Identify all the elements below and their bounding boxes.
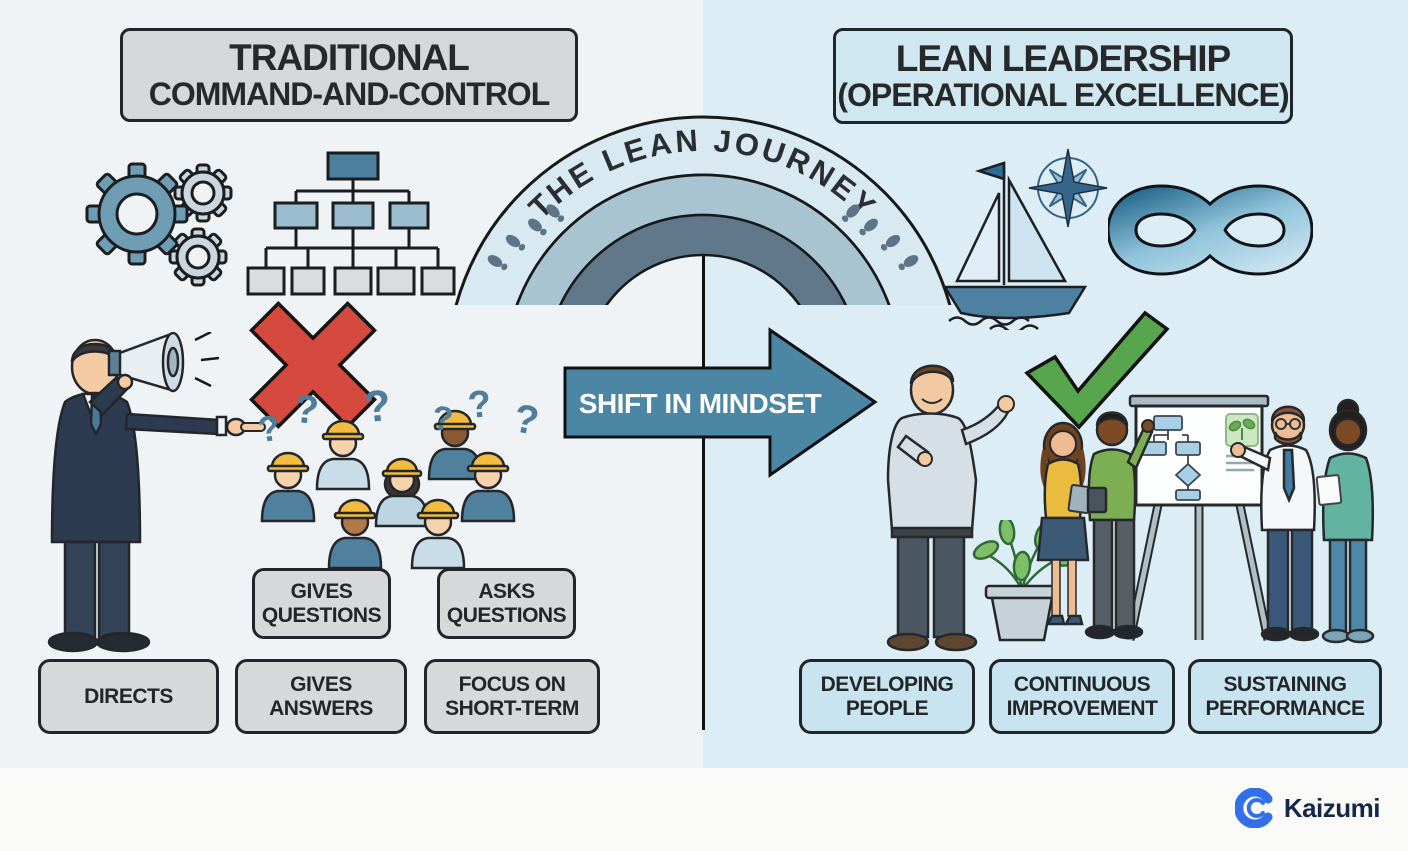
worker bbox=[410, 498, 466, 570]
workers-illustration bbox=[260, 409, 516, 570]
right-header-box: LEAN LEADERSHIP (OPERATIONAL EXCELLENCE) bbox=[833, 28, 1293, 124]
label-gives-questions: GIVES QUESTIONS bbox=[252, 568, 391, 639]
brand-logo: Kaizumi bbox=[1234, 788, 1381, 828]
question-mark-icon: ? bbox=[291, 386, 321, 434]
arch-inner-band bbox=[559, 213, 847, 305]
team-illustration bbox=[1036, 394, 1375, 644]
question-mark-icon: ? bbox=[466, 383, 493, 427]
arrow-shape bbox=[563, 327, 878, 478]
worker bbox=[327, 498, 383, 570]
org-chart-icon bbox=[246, 151, 456, 296]
arrow-label: SHIFT IN MINDSET bbox=[579, 388, 822, 419]
brand-name: Kaizumi bbox=[1283, 792, 1381, 823]
team-member-green bbox=[1084, 411, 1155, 640]
right-title-line1: LEAN LEADERSHIP bbox=[895, 38, 1231, 80]
footprints-left-icon bbox=[487, 204, 565, 271]
label-directs: DIRECTS bbox=[38, 659, 219, 734]
kaizumi-logo-icon bbox=[1234, 788, 1273, 828]
sailboat-icon bbox=[942, 161, 1088, 330]
megaphone-icon bbox=[107, 332, 185, 393]
compass-icon bbox=[1028, 148, 1108, 228]
left-title-line2: COMMAND-AND-CONTROL bbox=[148, 75, 550, 112]
label-sustaining-performance: SUSTAINING PERFORMANCE bbox=[1188, 659, 1382, 734]
worker-female bbox=[374, 457, 430, 528]
left-header-box: TRADITIONAL COMMAND-AND-CONTROL bbox=[120, 28, 578, 122]
lean-journey-arch-icon: THE LEAN JOURNEY bbox=[454, 115, 952, 305]
checkmark-icon bbox=[1024, 310, 1170, 430]
team-member-yellow bbox=[1036, 421, 1093, 626]
team-member-presenter bbox=[1230, 405, 1320, 642]
question-mark-icon: ? bbox=[361, 380, 394, 433]
label-developing-people: DEVELOPING PEOPLE bbox=[799, 659, 975, 734]
right-title-line2: (OPERATIONAL EXCELLENCE) bbox=[837, 76, 1289, 113]
footprints-right-icon bbox=[841, 204, 919, 271]
worker bbox=[260, 451, 316, 523]
label-focus-short-term: FOCUS ON SHORT-TERM bbox=[424, 659, 600, 734]
manager-illustration bbox=[47, 332, 266, 653]
shift-in-mindset-arrow: SHIFT IN MINDSET bbox=[563, 327, 878, 478]
center-divider-line bbox=[702, 240, 705, 730]
worker bbox=[460, 451, 516, 523]
label-continuous-improvement: CONTINUOUS IMPROVEMENT bbox=[989, 659, 1175, 734]
label-gives-answers: GIVES ANSWERS bbox=[235, 659, 407, 734]
team-member-teal bbox=[1315, 398, 1375, 644]
worker bbox=[315, 419, 371, 491]
gears-icon bbox=[85, 162, 233, 287]
left-title-line1: TRADITIONAL bbox=[229, 37, 470, 79]
label-asks-questions: ASKS QUESTIONS bbox=[437, 568, 576, 639]
leader-illustration bbox=[886, 364, 1015, 652]
infinity-icon bbox=[1108, 184, 1313, 276]
footer-strip bbox=[0, 768, 1408, 851]
